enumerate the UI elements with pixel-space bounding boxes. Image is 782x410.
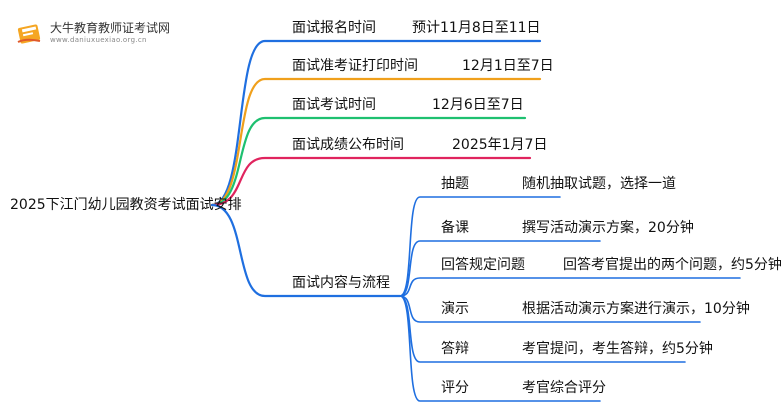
child-label: 抽题 (441, 176, 469, 192)
child-value: 根据活动演示方案进行演示，10分钟 (522, 301, 750, 317)
child-label: 答辩 (441, 341, 469, 357)
logo-site-url: www.daniuxuexiao.org.cn (50, 36, 147, 44)
child-value: 考官提问，考生答辩，约5分钟 (522, 341, 713, 357)
child-connector (399, 240, 601, 297)
branch-connector (210, 77, 542, 207)
branch-connector (210, 116, 527, 207)
branch-value: 12月6日至7日 (432, 97, 524, 113)
branch-connector (210, 156, 532, 207)
branch-label: 面试考试时间 (292, 97, 376, 113)
branch-label: 面试成绩公布时间 (292, 137, 404, 153)
child-connector (399, 277, 741, 297)
child-value: 考官综合评分 (522, 380, 606, 396)
child-value: 回答考官提出的两个问题，约5分钟 (563, 257, 782, 273)
child-connector (399, 295, 601, 402)
child-label: 回答规定问题 (441, 257, 525, 273)
branch-label: 面试报名时间 (292, 20, 376, 36)
child-label: 备课 (441, 220, 469, 236)
child-value: 撰写活动演示方案，20分钟 (522, 220, 694, 236)
branch-value: 预计11月8日至11日 (412, 20, 541, 36)
branch-value: 12月1日至7日 (462, 58, 554, 74)
child-label: 演示 (441, 301, 469, 317)
branch-label: 面试内容与流程 (292, 275, 390, 291)
mind-map-connectors (210, 39, 741, 402)
child-value: 随机抽取试题，选择一道 (522, 176, 676, 192)
site-logo: 大牛教育教师证考试网 www.daniuxuexiao.org.cn (8, 14, 208, 50)
child-connector (399, 196, 561, 297)
branch-label: 面试准考证打印时间 (292, 58, 418, 74)
book-logo-icon (17, 24, 41, 44)
logo-site-name: 大牛教育教师证考试网 (50, 21, 171, 35)
branch-connector (210, 203, 402, 298)
root-topic: 2025下江门幼儿园教资考试面试安排 (10, 197, 242, 213)
child-label: 评分 (441, 380, 469, 396)
branch-connector (210, 39, 542, 207)
branch-value: 2025年1月7日 (452, 137, 548, 153)
